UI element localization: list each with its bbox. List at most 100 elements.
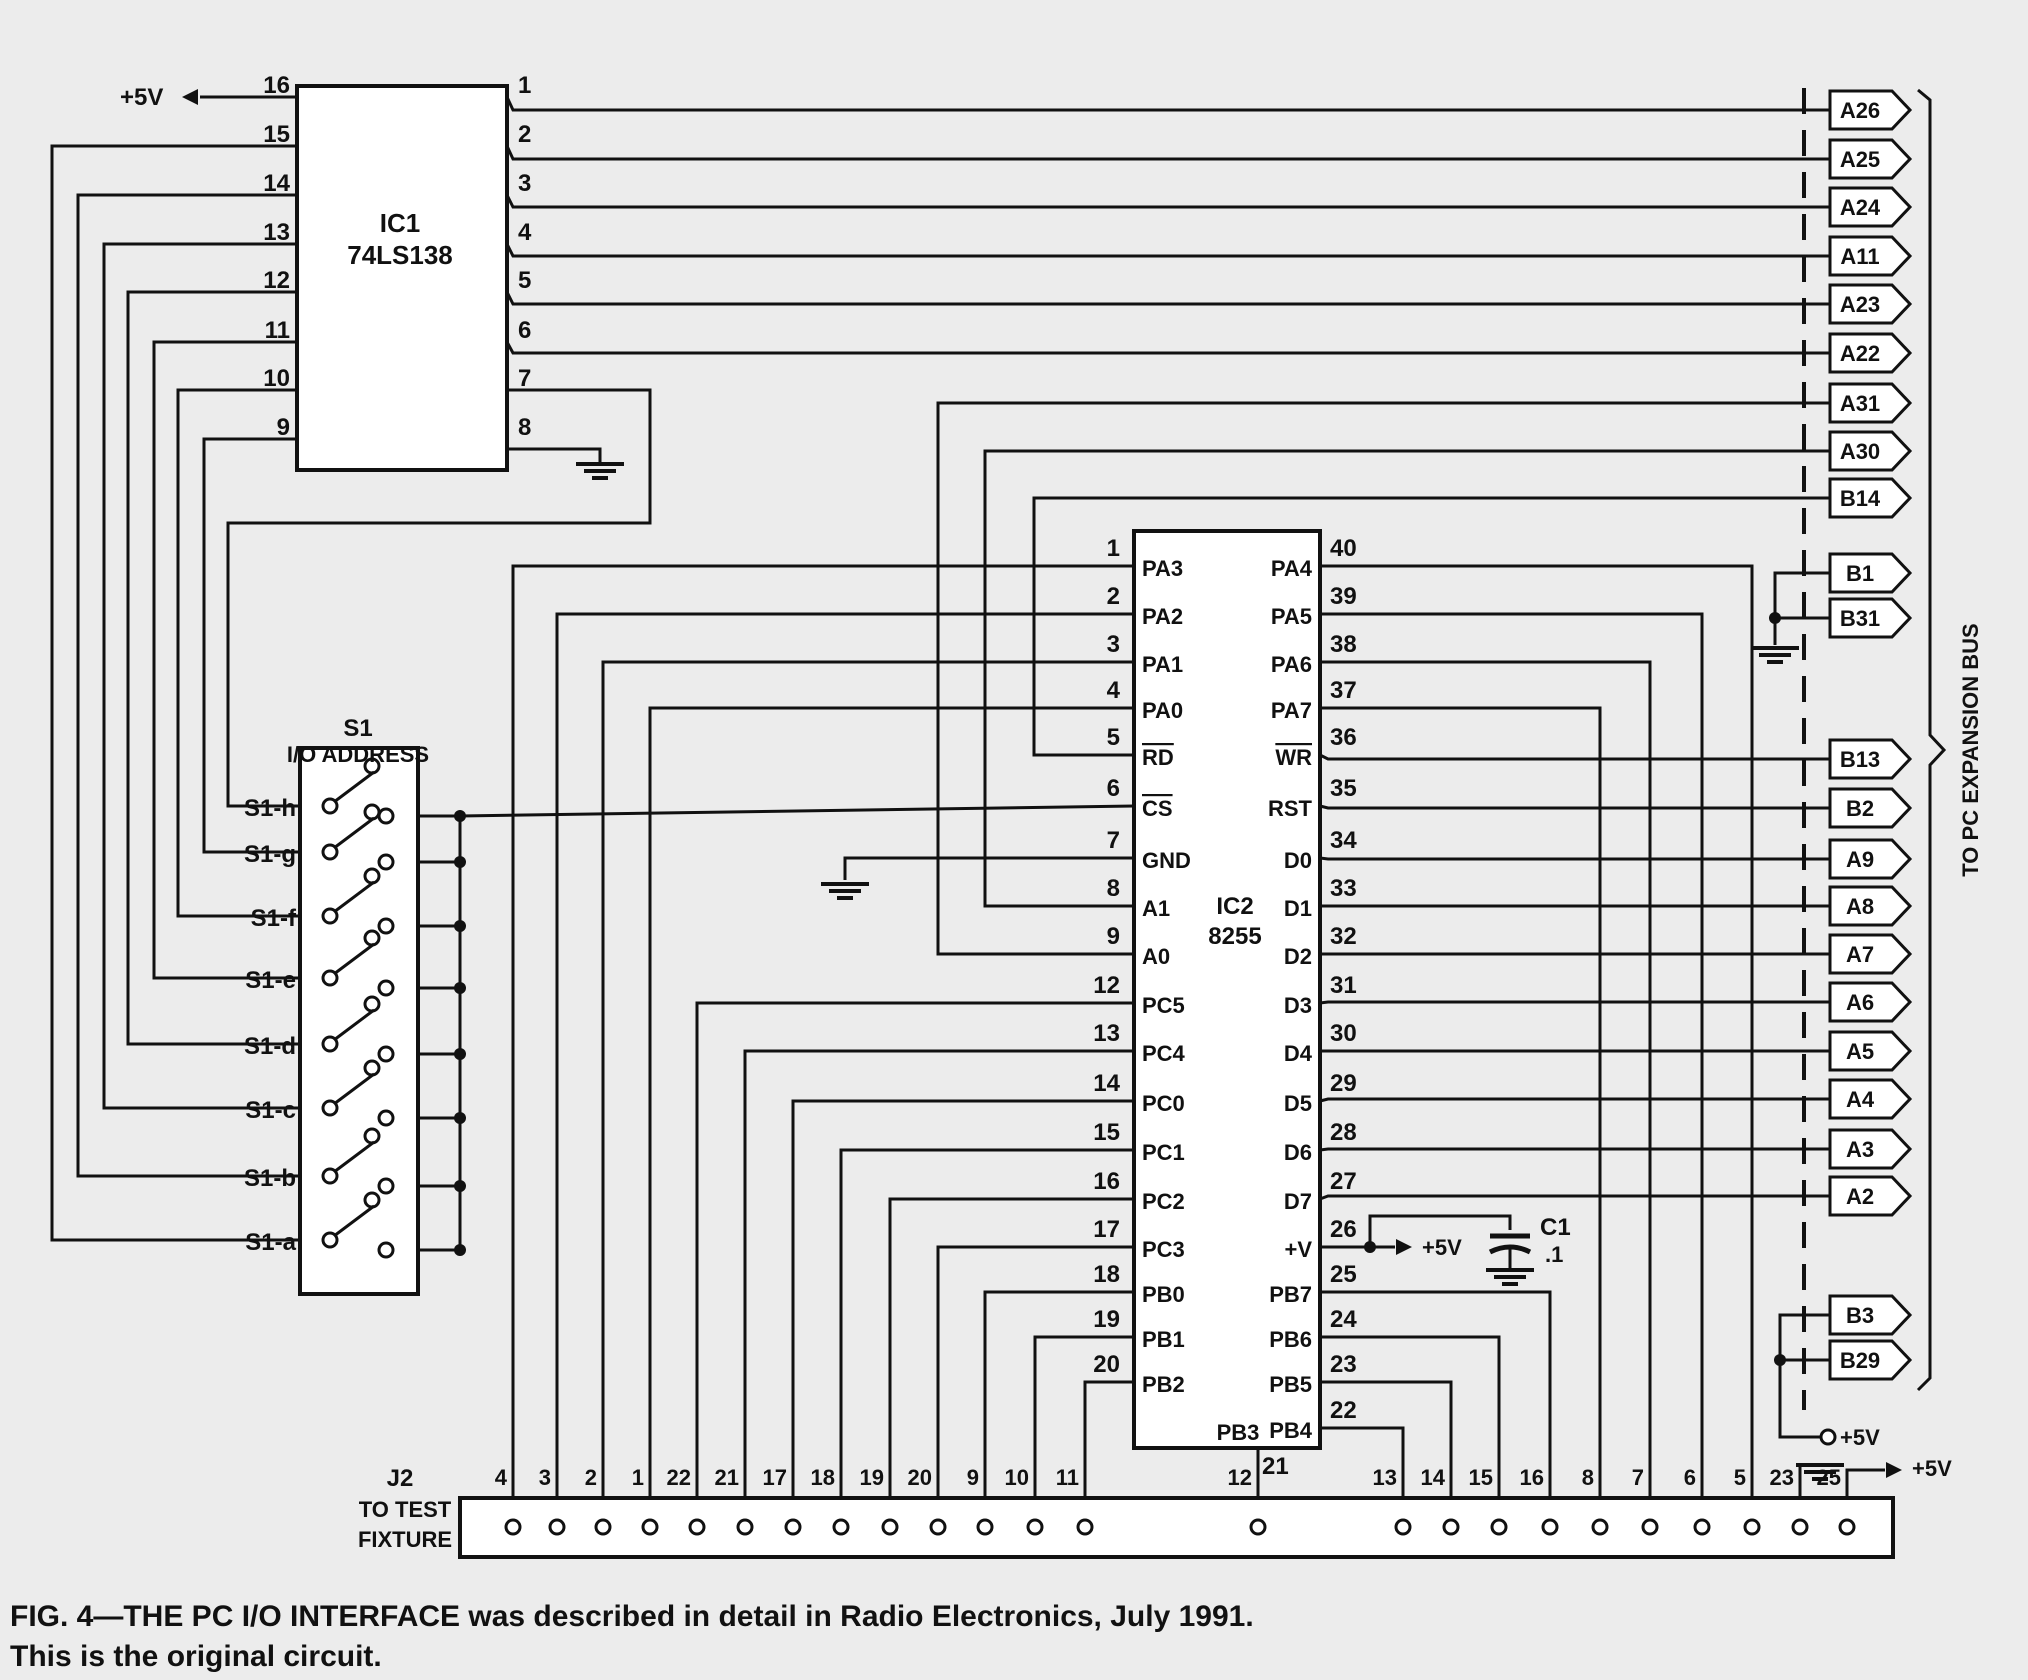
bus-connector-label-B14: B14 (1840, 486, 1881, 511)
junction-dot (454, 1244, 466, 1256)
j2-pin-number-22: 22 (667, 1465, 691, 1490)
s1-name: S1 (343, 715, 372, 742)
ic2-pin-2: 2 (1107, 583, 1120, 610)
wire-b29-vcc (1778, 1360, 1820, 1439)
bus-connector-A6 (1828, 981, 1913, 1023)
bus-connector-label-A7: A7 (1846, 942, 1874, 967)
ic2-pin-14: 14 (1093, 1070, 1120, 1097)
switch-contact (321, 843, 339, 861)
ic2-pin-label-PB7: PB7 (1269, 1282, 1312, 1307)
vcc-terminal (1819, 1428, 1837, 1446)
j2-pin-number-16: 16 (1520, 1465, 1544, 1490)
bus-connector-A8 (1828, 885, 1913, 927)
wire-ic2-PC3-to-j2 (936, 1245, 1134, 1519)
bus-connector-label-A22: A22 (1840, 341, 1880, 366)
wire-ic1-to-S1-e (152, 340, 318, 980)
ic2-pin-32: 32 (1330, 923, 1357, 950)
wire-ic2-PC4-to-j2 (743, 1049, 1134, 1519)
s1-title: I/O ADDRESS (287, 742, 429, 767)
wire-ic2-PA3-to-j2 (511, 564, 1134, 1519)
wire-ic2-PB7-to-j2 (1320, 1290, 1552, 1519)
wire-a1-a30 (983, 449, 1830, 908)
j2-pin-2 (594, 1518, 612, 1536)
bus-connector-A31 (1828, 382, 1913, 424)
ic1-ground-symbol (576, 462, 624, 480)
ic2-pin-label-PB3: PB3 (1217, 1420, 1260, 1445)
junction-dot (454, 856, 466, 868)
switch-contact (363, 995, 381, 1013)
ic2-pin-39: 39 (1330, 583, 1357, 610)
ic2-pin-label-PB1: PB1 (1142, 1327, 1185, 1352)
junction-dot (454, 1112, 466, 1124)
switch-label-S1-d: S1-d (244, 1033, 296, 1060)
bus-connector-label-B2: B2 (1846, 796, 1874, 821)
bus-connector-label-A5: A5 (1846, 1039, 1874, 1064)
ic2-pin-label-PA4: PA4 (1271, 556, 1313, 581)
ic2-part-number: 8255 (1208, 923, 1261, 950)
wire-ic2-to-A2 (1319, 1194, 1830, 1201)
ic1-pin-12: 12 (263, 267, 290, 294)
j2-pin-11 (1076, 1518, 1094, 1536)
wire-ic2-PC0-to-j2 (791, 1099, 1134, 1519)
ic2-pin-label-D5: D5 (1284, 1091, 1312, 1116)
j2-pin-7 (1641, 1518, 1659, 1536)
switch-label-S1-g: S1-g (244, 841, 296, 868)
j2-pin-18 (832, 1518, 850, 1536)
wire-ic2-PB6-to-j2 (1320, 1335, 1501, 1519)
ic2-pin-9: 9 (1107, 923, 1120, 950)
switch-label-S1-a: S1-a (245, 1229, 296, 1256)
wire-ic2-PB5-to-j2 (1320, 1380, 1453, 1519)
j2-pin-number-5: 5 (1734, 1465, 1746, 1490)
j2-pin-25 (1838, 1518, 1856, 1536)
j2-pin-number-17: 17 (763, 1465, 787, 1490)
ic2-pin-12: 12 (1093, 972, 1120, 999)
switch-contact (363, 1059, 381, 1077)
ic2-pin-30: 30 (1330, 1020, 1357, 1047)
wire-ic2-PA2-to-j2 (555, 612, 1134, 1519)
ic2-pin-1: 1 (1107, 535, 1120, 562)
bus-connector-label-B3: B3 (1846, 1303, 1874, 1328)
c1-name: C1 (1540, 1214, 1571, 1241)
switch-contact (363, 929, 381, 947)
junction-dot (454, 920, 466, 932)
wire-ic2-PA0-to-j2 (648, 706, 1134, 1519)
ic1-pin-3: 3 (518, 170, 531, 197)
ic1-pin-15: 15 (263, 121, 290, 148)
switch-lever (333, 942, 375, 976)
j2-pin-3 (548, 1518, 566, 1536)
ic2-name: IC2 (1216, 893, 1253, 920)
ic2-8255-body (1132, 529, 1322, 1450)
bus-connector-A26 (1828, 89, 1913, 131)
ic2-pin-label-GND: GND (1142, 848, 1191, 873)
bus-connector-label-B31: B31 (1840, 606, 1880, 631)
wire-ic2-to-B13 (1319, 753, 1830, 761)
ic1-pin-13: 13 (263, 219, 290, 246)
ic2-pin-16: 16 (1093, 1168, 1120, 1195)
bus-connector-A30 (1828, 430, 1913, 472)
j2-pin-number-12: 12 (1228, 1465, 1252, 1490)
vcc-arrow (1396, 1239, 1412, 1255)
junction-dot (1364, 1241, 1376, 1253)
ic1-pin-16: 16 (263, 72, 290, 99)
ic2-pin-6: 6 (1107, 775, 1120, 802)
ic2-pin-label-PA7: PA7 (1271, 698, 1312, 723)
wire-ic2-PB4-to-j2 (1320, 1426, 1405, 1519)
ic2-pin-label-PB2: PB2 (1142, 1372, 1185, 1397)
ic1-pin-9: 9 (277, 414, 290, 441)
wire-ic1-to-A23 (505, 291, 1830, 306)
j2-pin-number-2: 2 (585, 1465, 597, 1490)
switch-lever (333, 880, 375, 914)
bus-connector-A2 (1828, 1175, 1913, 1217)
wire-ic2-PC1-to-j2 (839, 1148, 1134, 1519)
j2-pin-number-15: 15 (1469, 1465, 1493, 1490)
j2-pin-number-4: 4 (495, 1465, 508, 1490)
j2-pin-6 (1693, 1518, 1711, 1536)
wire-ic2-PB0-to-j2 (983, 1290, 1134, 1519)
ic1-pin-7: 7 (518, 365, 531, 392)
wire-ic1-to-S1-d (126, 290, 318, 1046)
j2-pin-15 (1490, 1518, 1508, 1536)
switch-lever (333, 1140, 375, 1174)
ic2-pin-label-PB4: PB4 (1269, 1418, 1313, 1443)
switch-label-S1-h: S1-h (244, 795, 296, 822)
ic2-pin-label-PB0: PB0 (1142, 1282, 1185, 1307)
